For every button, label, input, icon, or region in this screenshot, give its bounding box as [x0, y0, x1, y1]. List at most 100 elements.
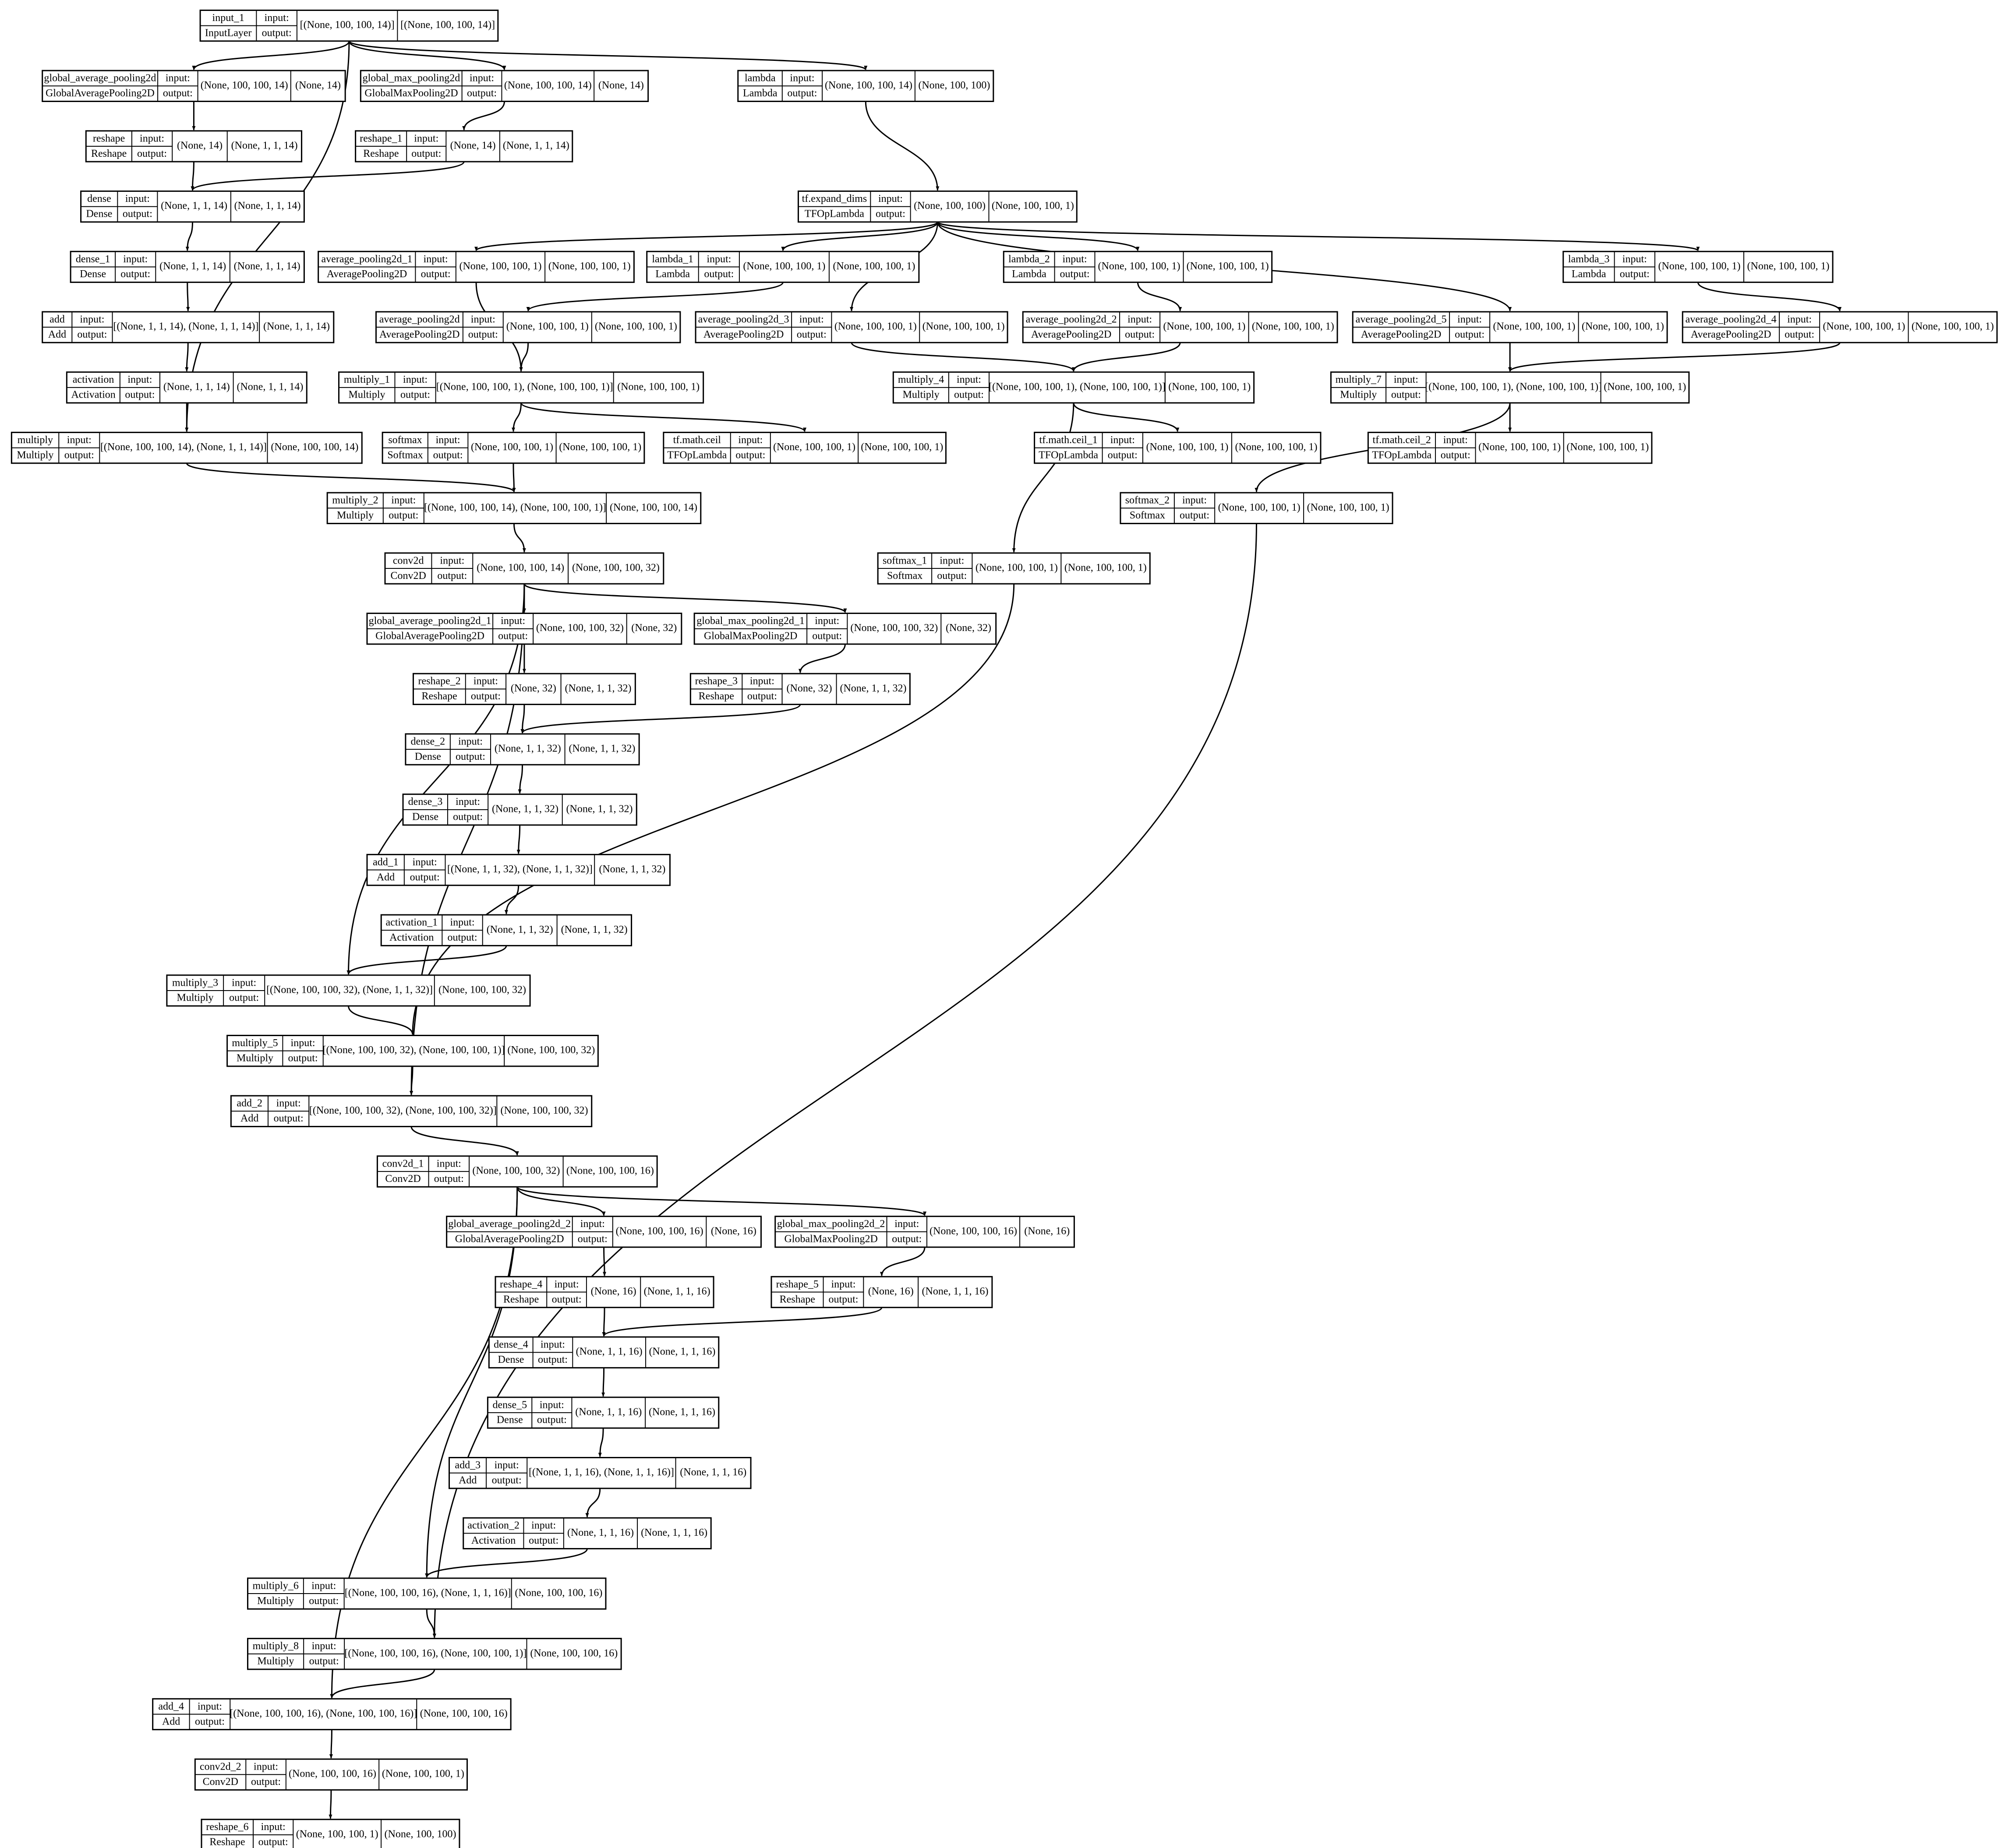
layer-type: AveragePooling2D: [703, 329, 784, 340]
layer-name: dense_5: [493, 1399, 527, 1411]
output-shape: (None, 100, 100): [918, 80, 990, 91]
input-shape: (None, 16): [868, 1286, 914, 1297]
output-shape: (None, 100, 100, 1): [1064, 562, 1147, 573]
input-port-label: input:: [312, 1640, 336, 1652]
layer-node-global_max_pooling2d_2: global_max_pooling2d_2GlobalMaxPooling2D…: [774, 1216, 1075, 1248]
output-port-label: output:: [288, 1052, 318, 1064]
output-port-label: output:: [1125, 329, 1155, 340]
layer-name: dense_3: [408, 796, 443, 808]
layer-type: Dense: [86, 208, 112, 220]
edge-input_1-to-lambda: [348, 40, 868, 71]
input-shape: [(None, 1, 1, 14), (None, 1, 1, 14)]: [113, 321, 258, 332]
input-port-label: input:: [440, 555, 464, 566]
input-shape: (None, 100, 100, 16): [930, 1225, 1017, 1237]
edge-reshape_5-to-dense_4: [602, 1307, 883, 1337]
output-shape: (None, 1, 1, 14): [263, 321, 330, 332]
input-shape: [(None, 100, 100, 16), (None, 1, 1, 16)]: [345, 1587, 511, 1599]
output-port-label: output:: [747, 691, 777, 702]
layer-node-tf_math_ceil_1: tf.math.ceil_1TFOpLambdainput:output:(No…: [1034, 431, 1322, 464]
output-port-label: output:: [876, 208, 905, 220]
layer-name: softmax_2: [1125, 495, 1170, 506]
layer-node-tf_expand_dims: tf.expand_dimsTFOpLambdainput:output:(No…: [797, 190, 1078, 223]
output-port-label: output:: [64, 449, 94, 461]
layer-name: multiply_7: [1336, 374, 1382, 385]
layer-name: average_pooling2d_1: [322, 254, 413, 265]
output-shape: (None, 16): [711, 1225, 756, 1237]
edge-reshape_3-to-dense_2: [520, 704, 801, 734]
layer-type: Reshape: [363, 148, 399, 159]
output-port-label: output:: [578, 1234, 608, 1245]
layer-type: Reshape: [780, 1294, 815, 1305]
input-port-label: input:: [555, 1279, 579, 1290]
output-shape: (None, 100, 100, 1): [1582, 321, 1664, 332]
output-shape: (None, 100, 100, 14): [610, 502, 697, 513]
input-port-label: input:: [311, 1580, 336, 1591]
input-port-label: input:: [1622, 254, 1647, 265]
input-shape: (None, 100, 100, 1): [975, 562, 1058, 573]
edge-add_4-to-conv2d_2: [329, 1729, 333, 1759]
layer-name: tf.math.ceil_1: [1039, 434, 1097, 446]
input-shape: (None, 100, 100, 14): [825, 80, 912, 91]
input-shape: (None, 14): [450, 140, 496, 152]
output-port-label: output:: [389, 510, 418, 521]
input-port-label: input:: [166, 73, 190, 84]
output-shape: (None, 100, 100, 1): [1912, 321, 1994, 332]
output-shape: (None, 100, 100, 1): [1168, 381, 1251, 392]
output-shape: (None, 100, 100, 16): [515, 1587, 602, 1599]
layer-type: Softmax: [387, 449, 423, 461]
edge-global_max_pooling2d_2-to-reshape_5: [880, 1247, 926, 1277]
input-port-label: input:: [790, 73, 814, 84]
output-port-label: output:: [1391, 389, 1421, 401]
layer-name: tf.expand_dims: [802, 193, 867, 205]
input-shape: (None, 100, 100, 1): [1658, 261, 1740, 272]
input-port-label: input:: [471, 314, 495, 325]
layer-type: GlobalMaxPooling2D: [784, 1234, 877, 1245]
output-shape: (None, 100, 100, 1): [833, 261, 915, 272]
input-port-label: input:: [878, 193, 903, 205]
edge-softmax-to-multiply_2: [512, 463, 516, 493]
layer-name: add_2: [237, 1098, 262, 1109]
input-shape: (None, 14): [177, 140, 223, 152]
layer-type: Reshape: [503, 1294, 539, 1305]
input-port-label: input:: [707, 254, 731, 265]
output-shape: (None, 100, 100, 32): [501, 1105, 588, 1116]
output-port-label: output:: [262, 27, 292, 39]
output-shape: (None, 32): [631, 622, 677, 634]
input-shape: [(None, 100, 100, 1), (None, 100, 100, 1…: [436, 381, 613, 392]
input-shape: (None, 100, 100, 1): [1823, 321, 1905, 332]
layer-name: multiply: [18, 434, 53, 446]
edge-multiply_8-to-add_4: [330, 1669, 435, 1699]
layer-name: conv2d_1: [382, 1158, 424, 1169]
edge-lambda-to-tf_expand_dims: [865, 101, 940, 191]
edge-multiply_4-to-softmax_1: [1012, 403, 1074, 553]
layer-type: Multiply: [237, 1052, 273, 1064]
input-shape: (None, 100, 100, 1): [773, 441, 855, 453]
output-port-label: output:: [892, 1234, 922, 1245]
layer-name: multiply_4: [898, 374, 944, 385]
input-shape: (None, 100, 100, 16): [289, 1768, 376, 1780]
input-shape: (None, 1, 1, 16): [576, 1346, 643, 1358]
layer-name: multiply_5: [232, 1037, 278, 1049]
input-shape: (None, 100, 100, 1): [1098, 261, 1180, 272]
output-port-label: output:: [453, 811, 483, 823]
output-port-label: output:: [812, 630, 842, 642]
output-port-label: output:: [787, 88, 817, 99]
layer-type: Lambda: [655, 268, 690, 280]
input-shape: [(None, 100, 100, 32), (None, 1, 1, 32)]: [266, 984, 433, 995]
output-shape: (None, 100, 100, 1): [382, 1768, 464, 1780]
output-port-label: output:: [1620, 268, 1650, 280]
layer-name: add_3: [455, 1460, 481, 1471]
input-port-label: input:: [815, 615, 839, 627]
layer-type: Lambda: [1012, 268, 1046, 280]
output-port-label: output:: [937, 570, 967, 582]
output-port-label: output:: [433, 449, 463, 461]
layer-type: Lambda: [1572, 268, 1606, 280]
output-port-label: output:: [137, 148, 167, 159]
input-port-label: input:: [1127, 314, 1152, 325]
